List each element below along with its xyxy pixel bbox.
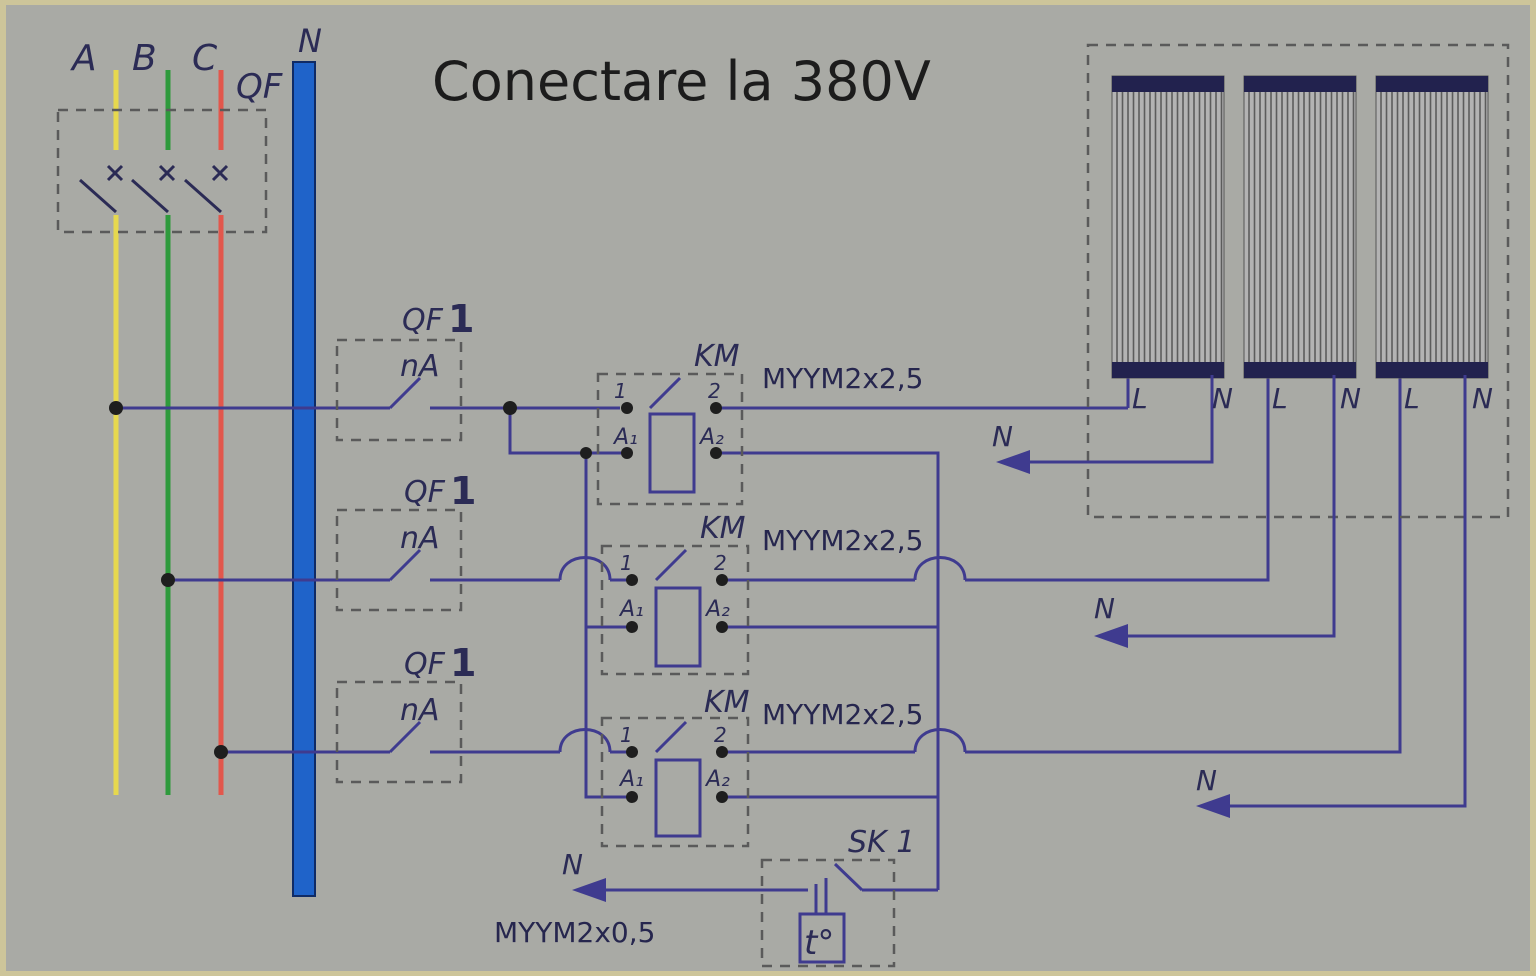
breaker-1-index: 1 bbox=[448, 297, 474, 341]
contactor-3-contact-in: 1 bbox=[620, 723, 633, 747]
phase-c-label: C bbox=[192, 38, 218, 79]
wiring-diagram: Conectare la 380V A B C QF N bbox=[56, 22, 1510, 968]
diagram-canvas: Conectare la 380V A B C QF N bbox=[6, 5, 1530, 971]
contactor-2-contact-in: 1 bbox=[620, 551, 633, 575]
diagram-title: Conectare la 380V bbox=[432, 50, 931, 113]
breaker-3-index: 1 bbox=[450, 641, 476, 685]
heaters-box bbox=[1086, 43, 1510, 519]
heater-panels bbox=[1111, 75, 1489, 379]
phase-b-label: B bbox=[132, 38, 157, 79]
contactor-1-contact-in: 1 bbox=[614, 379, 627, 403]
main-breaker-switches bbox=[79, 150, 239, 215]
contactor-1-contact-out: 2 bbox=[708, 379, 721, 403]
breaker-2-pole: nA bbox=[400, 521, 440, 556]
cable-label-3: MYYM2x2,5 bbox=[762, 698, 923, 731]
circuit-row-2 bbox=[161, 375, 1270, 730]
heater-panel-2 bbox=[1243, 75, 1357, 379]
thermostat bbox=[572, 858, 938, 968]
phase-a-label: A bbox=[70, 38, 97, 79]
breaker-3-pole: nA bbox=[400, 693, 440, 728]
contactor-3-contact-out: 2 bbox=[714, 723, 727, 747]
neutral-arrow-3-label: N bbox=[1196, 764, 1217, 797]
contactor-3-name: KM bbox=[704, 685, 750, 720]
cable-label-2: MYYM2x2,5 bbox=[762, 524, 923, 557]
circuit-row-1 bbox=[109, 338, 1130, 890]
neutral-arrow-2-label: N bbox=[1094, 592, 1115, 625]
control-cable-label: MYYM2x0,5 bbox=[494, 916, 655, 949]
breaker-2-name: QF bbox=[404, 475, 446, 510]
heater-2-n-label: N bbox=[1340, 382, 1361, 415]
thermostat-symbol: t° bbox=[804, 923, 834, 963]
heater-3-l-label: L bbox=[1404, 382, 1420, 415]
heater-1-l-label: L bbox=[1132, 382, 1148, 415]
cable-label-1: MYYM2x2,5 bbox=[762, 362, 923, 395]
neutral-arrow-control-label: N bbox=[562, 848, 583, 881]
contactor-1-name: KM bbox=[694, 339, 740, 374]
neutral-bus bbox=[292, 61, 316, 897]
heater-2-l-label: L bbox=[1272, 382, 1288, 415]
contactor-1-coil-a2: A₂ bbox=[698, 425, 724, 450]
contactor-2-contact-out: 2 bbox=[714, 551, 727, 575]
circuit-row-3 bbox=[214, 375, 1402, 848]
heater-1-n-label: N bbox=[1212, 382, 1233, 415]
contactor-1-coil-a1: A₁ bbox=[612, 425, 638, 450]
contactor-2-name: KM bbox=[700, 511, 746, 546]
breaker-1-pole: nA bbox=[400, 349, 440, 384]
heater-panel-1 bbox=[1111, 75, 1225, 379]
thermostat-name: SK 1 bbox=[848, 825, 915, 860]
main-breaker-label: QF bbox=[236, 67, 283, 107]
heater-panel-3 bbox=[1375, 75, 1489, 379]
breaker-1-name: QF bbox=[402, 303, 444, 338]
neutral-arrow-1-label: N bbox=[992, 420, 1013, 453]
contactor-3-coil-a2: A₂ bbox=[704, 767, 730, 792]
heater-3-n-label: N bbox=[1472, 382, 1493, 415]
contactor-2-coil-a1: A₁ bbox=[618, 597, 644, 622]
contactor-2-coil-a2: A₂ bbox=[704, 597, 730, 622]
main-breaker-box bbox=[56, 108, 268, 234]
neutral-returns bbox=[996, 375, 1467, 818]
breaker-2-index: 1 bbox=[450, 469, 476, 513]
neutral-bus-label: N bbox=[298, 22, 322, 60]
contactor-3-coil-a1: A₁ bbox=[618, 767, 644, 792]
breaker-3-name: QF bbox=[404, 647, 446, 682]
